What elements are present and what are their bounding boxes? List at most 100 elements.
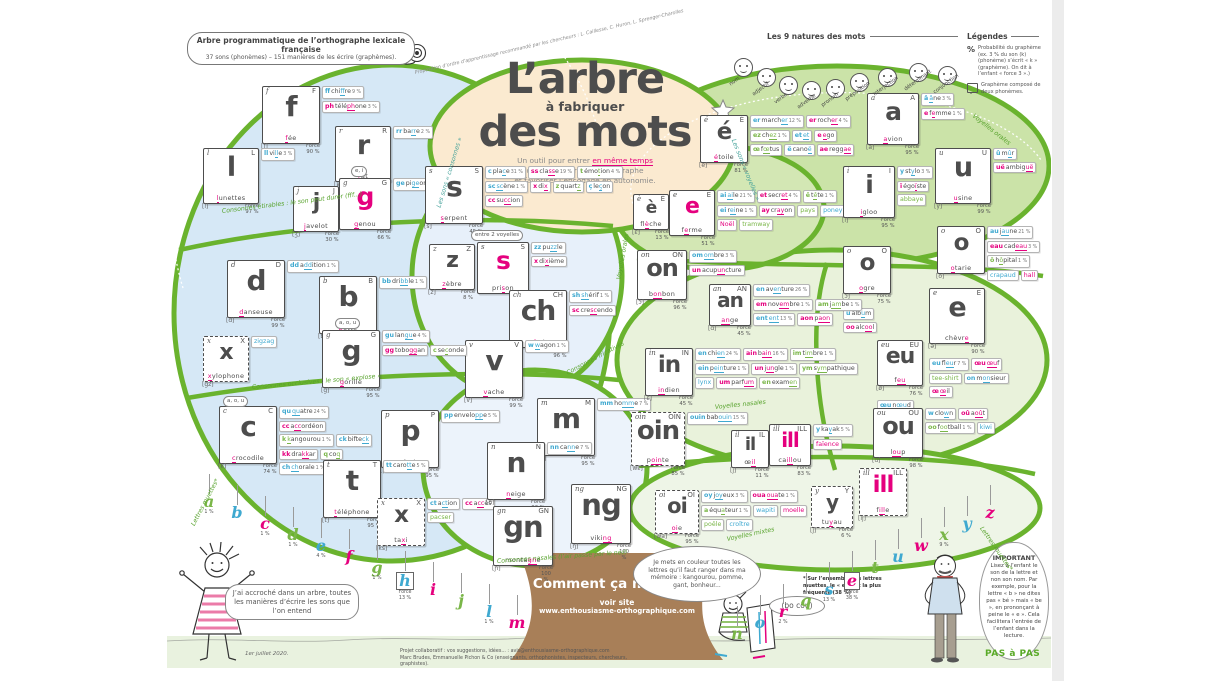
phoneme-ipa: [ɔ̃] (636, 299, 644, 306)
phoneme-ipa: [ʒ] (292, 231, 301, 238)
corner-script-letter: e (933, 289, 938, 297)
silent-letter-b: b (225, 485, 249, 521)
grapheme-letter: e (685, 194, 700, 219)
corner-script-letter: o (941, 227, 946, 235)
example-word: prison (492, 283, 514, 293)
grapheme-chip: unacupuncture (689, 264, 745, 276)
grapheme-letter: s (496, 246, 511, 275)
corner-script-letter: s (481, 243, 485, 251)
grapheme-chip: mmhomme7 % (597, 398, 652, 411)
hanging-string (208, 474, 210, 494)
corner-capital-letter: ON (672, 251, 683, 259)
example-word: javelot (303, 221, 329, 231)
grapheme-chip: etsecret4 % (756, 190, 801, 203)
silent-letter-m: m (505, 595, 529, 631)
grapheme-chip: faïence (813, 438, 843, 450)
grapheme-letter: z (446, 248, 459, 273)
corner-capital-letter: M (584, 399, 591, 407)
boy-character (714, 587, 776, 659)
example-word: flèche (640, 219, 662, 229)
grapheme-chip: emnovembre1 % (753, 298, 813, 311)
silent-letter-j: j (449, 573, 473, 609)
title-line2: à fabriquer (545, 98, 625, 114)
grapheme-chip: ctaction (427, 498, 461, 510)
corner-capital-letter: É (739, 116, 744, 124)
grapheme-chip: ïégoïste (897, 180, 930, 192)
grapheme-chip: xdix (530, 180, 551, 193)
grapheme-chip: errocher4 % (805, 115, 851, 128)
grapheme-chip: ezchez1 % (750, 129, 790, 142)
corner-script-letter: i (847, 167, 850, 175)
grapheme-chip: aonpaon (797, 313, 834, 326)
corner-script-letter: ng (575, 485, 584, 493)
corner-capital-letter: U (981, 149, 987, 157)
grapheme-letter: j (312, 190, 321, 215)
example-word: chèvre (945, 333, 969, 343)
grapheme-variants-m: mmhomme7 % (597, 398, 657, 411)
grapheme-variants-s: cplace31 %ssclasse19 %témotion4 %scscène… (485, 166, 633, 207)
corner-script-letter: oi (659, 491, 666, 499)
trunk-see-site: voir site (599, 598, 635, 607)
grapheme-letter: n (506, 446, 527, 479)
corner-script-letter: on (641, 251, 650, 259)
grapheme-chip: eego (814, 129, 838, 142)
hanging-string (805, 573, 807, 593)
corner-script-letter: gn (497, 507, 506, 515)
title-line3: des mots (478, 107, 692, 158)
grapheme-letter: in (657, 352, 681, 378)
phoneme-ipa: [u] (872, 457, 881, 464)
phoneme-ipa: [a] (866, 144, 875, 151)
publisher-logo: PAS à PAS (985, 649, 1041, 659)
grapheme-chip: ainbain16 % (743, 348, 788, 361)
phoneme-ipa: [ɔ] (842, 293, 850, 300)
grapheme-chip: llville3 % (261, 148, 296, 161)
corner-capital-letter: O (975, 227, 981, 235)
grapheme-chip: ckbifteck (335, 434, 373, 447)
corner-capital-letter: O (881, 247, 887, 255)
legend-item-digraph: Graphème composé de deux phonèmes. (967, 82, 1047, 95)
grapheme-chip: oyjoyeux3 % (701, 490, 748, 503)
example-word: bonbon (648, 289, 676, 299)
border-micro-text (170, 8, 1042, 289)
phoneme-ipa: [ə] (928, 343, 937, 350)
grapheme-chip: moelle (780, 504, 808, 517)
grapheme-chip: aycrayon (758, 204, 796, 217)
phoneme-ipa: [v] (464, 397, 473, 404)
corner-capital-letter: B (368, 277, 373, 285)
grapheme-chip: efemme1 % (921, 107, 965, 120)
grapheme-letter: o (953, 230, 970, 256)
grapheme-letter: ill (872, 472, 895, 498)
grapheme-variants-o-otarie: aujaune21 %eaucadeau3 %ôhôpital1 %crapau… (987, 226, 1049, 281)
grapheme-chip: enaventure26 % (753, 284, 811, 297)
example-word: pointe (646, 455, 670, 465)
grapheme-letter: i (865, 170, 874, 199)
grapheme-chip: cseconde (430, 344, 468, 356)
corner-script-letter: eu (881, 341, 890, 349)
example-word: avion (883, 134, 903, 144)
corner-capital-letter: AN (736, 285, 747, 293)
corner-script-letter: an (713, 285, 722, 293)
grapheme-chip: pacser (427, 511, 455, 523)
grapheme-variants-ill-caillou: ykayak5 %faïence (813, 424, 869, 450)
corner-capital-letter: E (976, 289, 981, 297)
phoneme-ipa: [z] (428, 289, 436, 296)
corner-script-letter: t (327, 461, 330, 469)
phoneme-ipa: [y] (934, 203, 943, 210)
corner-script-letter: ill (773, 425, 780, 433)
corner-script-letter: s (429, 167, 433, 175)
grapheme-chip: phtéléphone3 % (322, 100, 380, 113)
grapheme-letter: oin (636, 416, 680, 446)
corner-capital-letter: EU (909, 341, 919, 349)
